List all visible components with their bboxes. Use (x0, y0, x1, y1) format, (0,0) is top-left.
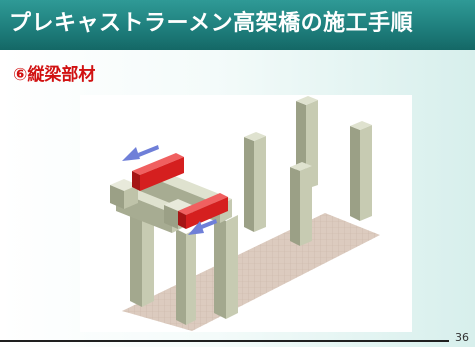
standing-columns (244, 96, 372, 246)
footer-divider (0, 340, 449, 342)
motion-arrows (122, 145, 217, 235)
construction-illustration (80, 95, 412, 332)
page-number: 36 (455, 331, 469, 344)
longitudinal-beams (132, 153, 228, 229)
illustration-svg (110, 96, 380, 331)
slide-title: プレキャストラーメン高架橋の施工手順 (9, 11, 414, 36)
step-label: ⑥縦梁部材 (13, 65, 96, 85)
ground-slab (122, 213, 380, 331)
title-bar: プレキャストラーメン高架橋の施工手順 (0, 0, 475, 50)
front-frame (110, 167, 238, 325)
